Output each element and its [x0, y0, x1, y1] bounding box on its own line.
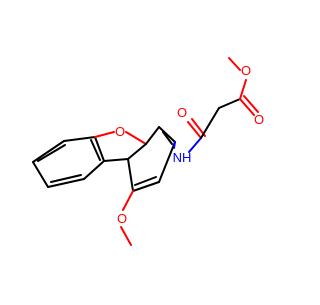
bond-ester-c-o-1: [239, 98, 255, 116]
molecule-diagram: O NH O O O O: [32, 57, 264, 246]
bond-furan-d: [103, 158, 129, 162]
bond-left-ring-f: [32, 140, 65, 163]
bond-methoxy-c-o: [122, 190, 134, 211]
bond-left-ring-inner-1: [37, 144, 66, 162]
bond-chain-2: [218, 98, 241, 109]
bond-left-ring-inner-2: [50, 174, 82, 183]
atom-label-ester-ether-oxygen: O: [241, 63, 251, 78]
bond-amide-aryl-n: [173, 141, 176, 149]
bond-amide-n-c: [188, 137, 202, 153]
bond-methoxy-o-ch3: [120, 226, 132, 246]
bond-right-ring-inner-2: [134, 176, 157, 186]
bond-left-ring-a: [63, 136, 96, 142]
bond-left-ring-e: [32, 161, 49, 188]
bond-ester-c-o-2: [243, 95, 259, 113]
structure-canvas: O NH O O O O: [32, 57, 264, 246]
atom-label-methoxy-oxygen: O: [117, 211, 127, 226]
bond-layer: [32, 57, 259, 246]
bond-left-ring-c: [83, 160, 105, 180]
bond-right-ring-e: [127, 158, 134, 192]
bond-furan-c: [127, 143, 147, 160]
atom-label-amide-oxygen: O: [177, 105, 187, 120]
atom-label-layer: O NH O O O O: [115, 63, 264, 226]
atom-label-ester-carbonyl-oxygen: O: [254, 112, 264, 127]
atom-label-amide-nh: NH: [173, 150, 192, 165]
bond-ester-o-ch3: [228, 57, 241, 71]
bond-right-ring-c: [158, 141, 176, 183]
bond-furan-o-left: [94, 131, 115, 138]
bond-chain-1: [200, 107, 220, 139]
bond-left-ring-inner-3: [90, 139, 101, 161]
bond-right-ring-a: [145, 126, 160, 145]
bond-right-ring-inner-1: [162, 131, 173, 145]
bond-right-ring-b: [158, 126, 176, 143]
bond-left-ring-b: [94, 136, 105, 162]
bond-left-ring-d: [47, 178, 85, 188]
atom-label-ring-oxygen: O: [115, 124, 125, 139]
bond-right-ring-d: [132, 181, 160, 192]
bond-amide-c-o-1: [187, 121, 202, 139]
bond-ester-c-o-ether: [239, 79, 247, 100]
bond-furan-o-right: [125, 131, 147, 145]
